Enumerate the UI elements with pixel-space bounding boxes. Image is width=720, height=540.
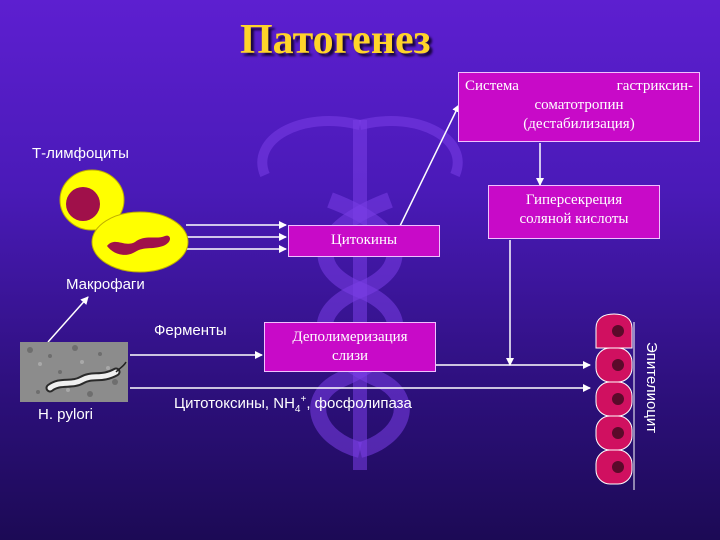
system-box-line3: (дестабилизация) — [523, 115, 635, 132]
cytotoxins-label: Цитотоксины, NH4+, фосфолипаза — [174, 394, 412, 415]
depolymerization-line1: Деполимеризация — [292, 329, 408, 345]
system-box-word-right: гастриксин- — [616, 78, 693, 94]
t-lymphocytes-label: Т-лимфоциты — [32, 145, 129, 162]
epithelial-cells — [595, 313, 635, 490]
arrow-pylori-to-macrophages — [47, 296, 89, 343]
depolymerization-box: Деполимеризация слизи — [264, 322, 436, 372]
system-box: Система гастриксин- соматотропин (дестаб… — [458, 72, 700, 142]
system-box-word-left: Система — [465, 78, 519, 94]
cytokines-box: Цитокины — [288, 225, 440, 257]
depolymerization-line2: слизи — [331, 347, 369, 364]
hypersecretion-line1: Гиперсекреция — [525, 192, 623, 208]
immune-cells — [59, 169, 189, 273]
cytokines-label: Цитокины — [330, 232, 398, 248]
system-box-line2: соматотропин — [534, 96, 624, 113]
cytotoxins-superscript: + — [300, 394, 307, 405]
macrophage-nucleus — [107, 235, 170, 255]
enzymes-label: Ферменты — [154, 322, 227, 339]
hypersecretion-line2: соляной кислоты — [519, 210, 629, 227]
cytotoxins-subscript: 4 — [294, 404, 301, 415]
cytotoxins-text: Цитотоксины, NH — [174, 395, 295, 412]
page-title: Патогенез — [240, 17, 431, 63]
cytotoxins-text-end: , фосфолипаза — [306, 395, 412, 412]
h-pylori-image — [20, 342, 128, 402]
arrow-cytokines-to-system — [399, 104, 460, 227]
macrophages-label: Макрофаги — [66, 276, 145, 293]
h-pylori-label: H. pylori — [38, 406, 94, 423]
t-lymphocyte-nucleus — [66, 187, 100, 221]
epithelium-label: Эпителиоцит — [643, 342, 660, 434]
hypersecretion-box: Гиперсекреция соляной кислоты — [488, 185, 660, 239]
h-pylori-bacterium — [20, 342, 128, 402]
